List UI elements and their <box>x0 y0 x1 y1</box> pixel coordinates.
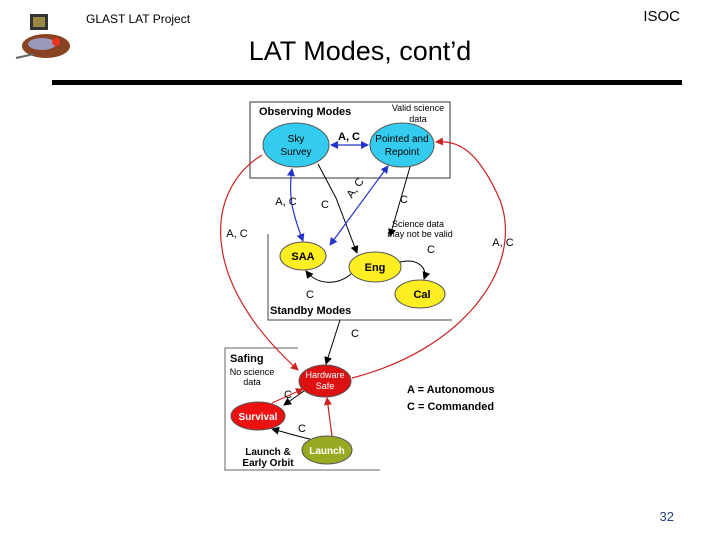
valid-science-note-line2: data <box>409 114 427 124</box>
eng-label: Eng <box>365 262 386 274</box>
observing-modes-title: Observing Modes <box>259 106 351 118</box>
label-eng-cal: C <box>427 244 435 256</box>
label-sky-down: C <box>321 199 329 211</box>
org-name: ISOC <box>643 8 680 25</box>
standby-modes-bracket <box>267 234 452 321</box>
sky-survey-label-line1: Sky <box>288 134 305 145</box>
no-science-note-line2: data <box>243 377 261 387</box>
launch-label: Launch <box>309 446 345 457</box>
science-note-line1: Science data <box>392 219 444 229</box>
arrow-survival-launch <box>271 426 311 440</box>
standby-modes-title: Standby Modes <box>270 305 351 317</box>
arrow-survival-safe <box>271 388 304 404</box>
glast-logo-icon <box>15 14 70 59</box>
arrow-eng-pointed <box>329 165 389 246</box>
project-name: GLAST LAT Project <box>86 12 191 26</box>
science-note-line2: may not be valid <box>387 229 453 239</box>
arrow-saa-sky <box>286 168 305 242</box>
page-number: 32 <box>659 509 674 524</box>
saa-label: SAA <box>291 251 314 263</box>
safing-title: Safing <box>230 353 264 365</box>
label-pointed-down: C <box>400 194 408 206</box>
label-standby-safe: C <box>351 328 359 340</box>
legend-autonomous: A = Autonomous <box>407 384 494 396</box>
valid-science-note-line1: Valid science <box>392 103 444 113</box>
sky-survey-node <box>262 122 330 168</box>
saa-node <box>279 241 327 271</box>
label-saa-eng: C <box>306 289 314 301</box>
arrow-right-loop <box>351 137 506 379</box>
no-science-note-line1: No science <box>230 367 275 377</box>
cal-label: Cal <box>413 289 430 301</box>
label-eng-up: A, C <box>344 176 366 200</box>
pointed-repoint-node <box>369 122 435 168</box>
sky-survey-label-line2: Survey <box>280 147 311 158</box>
safing-bracket <box>224 347 380 471</box>
hardware-safe-label-line1: Hardware <box>305 370 344 380</box>
arrow-standby-safe <box>324 319 341 365</box>
label-sky-pointed: A, C <box>338 131 360 143</box>
legend-commanded: C = Commanded <box>407 401 494 413</box>
arrow-saa-eng <box>305 270 352 283</box>
survival-node <box>230 401 286 431</box>
launch-early-orbit-line1: Launch & <box>245 447 291 458</box>
arrow-pointed-down <box>388 166 411 237</box>
label-right-loop: A, C <box>492 237 513 249</box>
cal-node <box>394 279 446 309</box>
pointed-label-line2: Repoint <box>385 147 420 158</box>
eng-node <box>348 251 402 283</box>
arrow-left-loop <box>220 154 299 371</box>
launch-node <box>301 435 353 465</box>
title-rule <box>52 80 682 85</box>
hardware-safe-label-line2: Safe <box>316 381 335 391</box>
label-safe-survival: C <box>284 389 292 401</box>
label-survival-launch: C <box>298 423 306 435</box>
slide-title: LAT Modes, cont’d <box>248 36 472 66</box>
pointed-label-line1: Pointed and <box>375 134 428 145</box>
arrow-launch-safe <box>323 397 333 437</box>
hardware-safe-node <box>298 364 352 398</box>
label-saa-sky: A, C <box>275 196 296 208</box>
launch-early-orbit-line2: Early Orbit <box>242 458 294 469</box>
label-left-loop: A, C <box>226 228 247 240</box>
survival-label: Survival <box>239 412 278 423</box>
arrow-eng-cal <box>399 260 431 280</box>
